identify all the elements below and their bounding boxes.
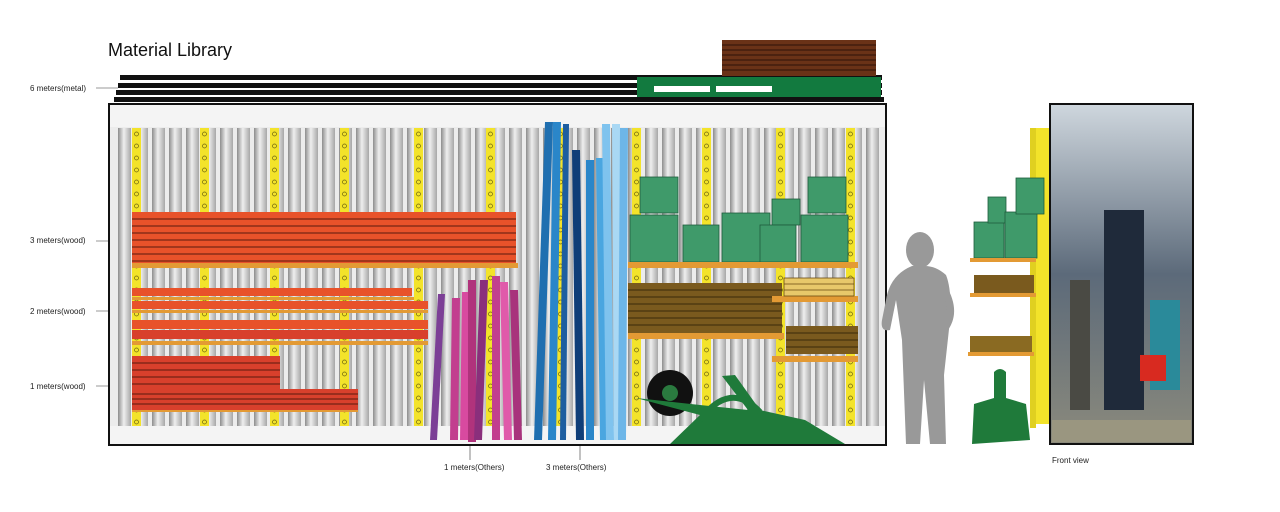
- others-1m-rods: [430, 276, 522, 442]
- background-pipe: [866, 128, 879, 426]
- rack-post: [632, 128, 641, 426]
- front-view-side: [968, 128, 1051, 444]
- background-pipe: [322, 128, 335, 426]
- label-6-meters-metal: 6 meters(metal): [30, 84, 87, 93]
- page-title: Material Library: [108, 40, 233, 60]
- background-pipe: [832, 128, 845, 426]
- background-pipe: [373, 128, 386, 426]
- wood-2m-stack: [132, 288, 428, 345]
- container-front-photo: [1049, 103, 1194, 445]
- others-3m-rods: [534, 122, 628, 440]
- rack-posts: [132, 128, 855, 426]
- background-pipe: [356, 128, 369, 426]
- background-pipe: [220, 128, 233, 426]
- label-front-view: Front view: [1052, 456, 1089, 465]
- label-3-meters-others: 3 meters(Others): [546, 463, 607, 472]
- background-pipe: [424, 128, 437, 426]
- background-pipe: [798, 128, 811, 426]
- right-shelves: [628, 262, 858, 362]
- metal-bars-6m: [114, 75, 884, 102]
- background-pipe: [237, 128, 250, 426]
- rack-post: [414, 128, 423, 426]
- rack-post: [702, 128, 711, 426]
- background-pipe: [526, 128, 539, 426]
- person-silhouette: [881, 232, 955, 444]
- rack-post: [846, 128, 855, 426]
- background-pipe: [679, 128, 692, 426]
- label-1-meters-others: 1 meters(Others): [444, 463, 505, 472]
- wood-stack-top: [722, 40, 876, 76]
- background-pipe: [390, 128, 403, 426]
- background-pipe: [254, 128, 267, 426]
- log-pieces: [783, 277, 855, 297]
- background-pipe: [730, 128, 743, 426]
- background-pipe: [713, 128, 726, 426]
- wood-1m-stack: [132, 356, 358, 412]
- wheelbarrow: [636, 370, 845, 444]
- background-pipe: [441, 128, 454, 426]
- label-3-meters-wood: 3 meters(wood): [30, 236, 86, 245]
- background-pipe: [288, 128, 301, 426]
- background-pipe: [169, 128, 182, 426]
- crates: [629, 176, 849, 263]
- background-pipe: [747, 128, 760, 426]
- background-pipe: [305, 128, 318, 426]
- background-pipe: [152, 128, 165, 426]
- wood-3m-stack: [132, 212, 518, 268]
- background-pipe: [815, 128, 828, 426]
- rack-post: [340, 128, 349, 426]
- background-pipe: [764, 128, 777, 426]
- rack-post: [776, 128, 785, 426]
- background-pipe: [186, 128, 199, 426]
- label-1-meters-wood: 1 meters(wood): [30, 382, 86, 391]
- label-2-meters-wood: 2 meters(wood): [30, 307, 86, 316]
- green-pallet: [637, 77, 881, 97]
- background-pipe: [118, 128, 131, 426]
